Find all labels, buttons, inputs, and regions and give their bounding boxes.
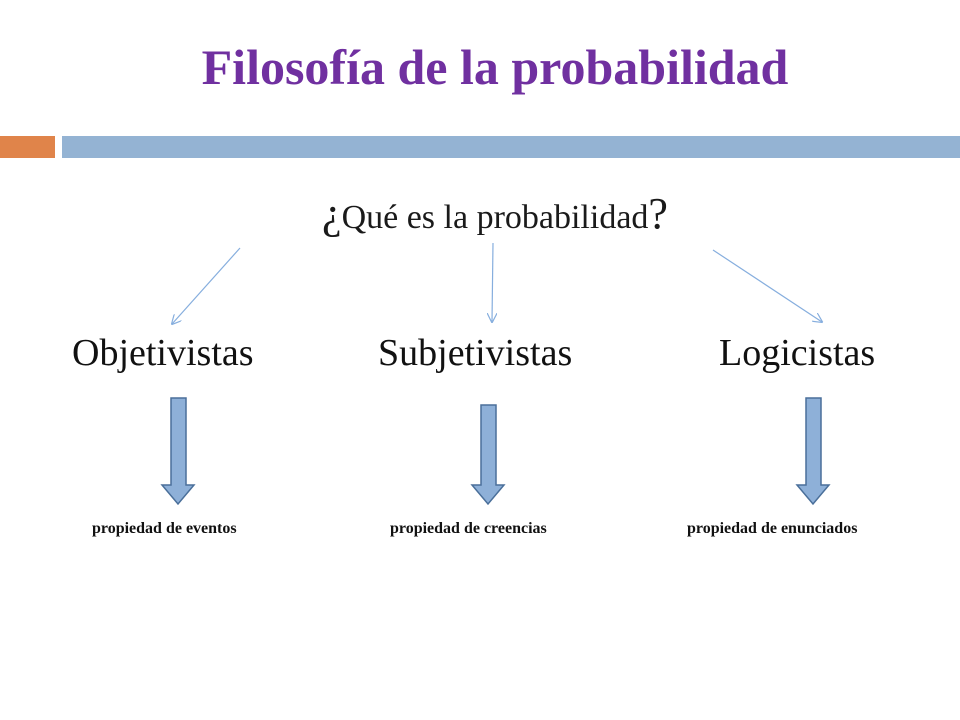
page-title: Filosofía de la probabilidad <box>201 39 789 95</box>
category-subjetivistas: Subjetivistas <box>378 332 573 374</box>
connector-arrow-subjetivistas <box>492 242 493 322</box>
property-logicistas: propiedad de enunciados <box>687 520 858 537</box>
property-subjetivistas: propiedad de creencias <box>390 520 547 537</box>
central-question: ¿Qué es la probabilidad? <box>0 192 960 236</box>
property-objetivistas: propiedad de eventos <box>92 520 237 537</box>
question-close-mark: ? <box>648 189 668 238</box>
down-arrow-subjetivistas <box>470 404 506 506</box>
down-arrow-objetivistas <box>160 397 196 506</box>
accent-bar-blue <box>62 136 960 158</box>
connector-arrow-objetivistas <box>172 247 241 324</box>
category-objetivistas: Objetivistas <box>72 332 254 374</box>
category-logicistas: Logicistas <box>719 332 876 374</box>
question-open-mark: ¿ <box>322 189 342 238</box>
down-arrow-logicistas <box>795 397 831 506</box>
accent-bar-orange <box>0 136 55 158</box>
connector-arrow-logicistas <box>712 249 822 322</box>
question-text: Qué es la probabilidad <box>341 199 649 236</box>
